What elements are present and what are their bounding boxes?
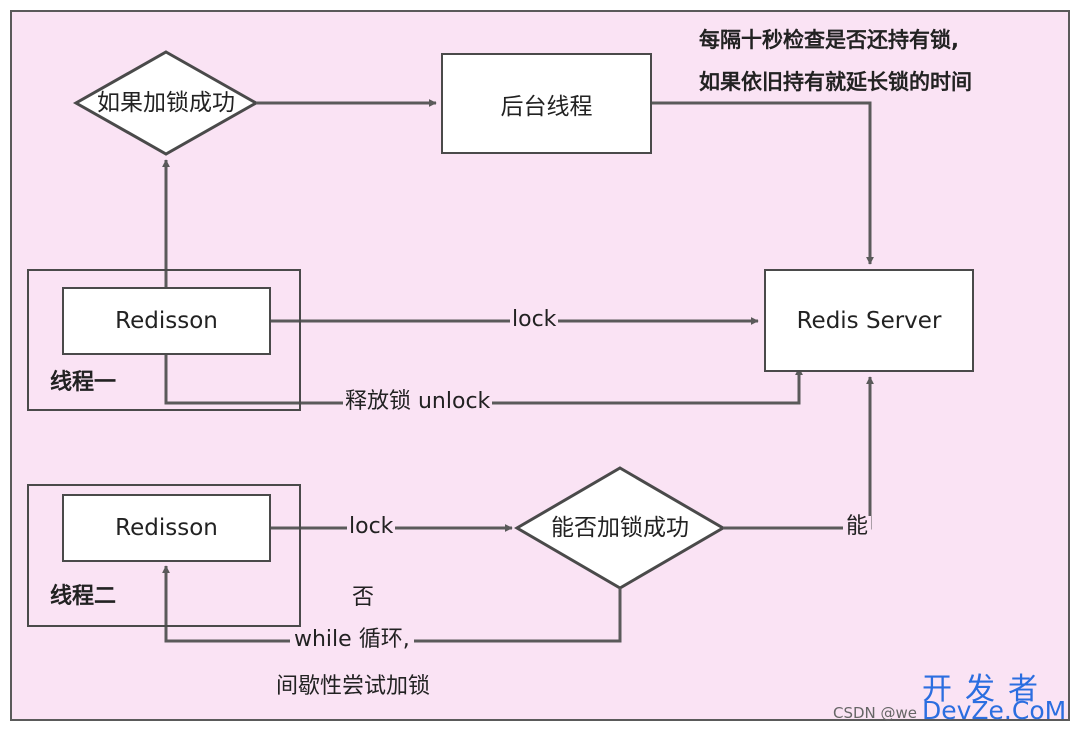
redis-server-box: Redis Server bbox=[764, 269, 974, 372]
edge-label-yes: 能 bbox=[843, 516, 872, 538]
decision-diamond-lock-ok bbox=[72, 50, 260, 156]
thread2-container bbox=[27, 484, 301, 627]
edge-label-no: 否 bbox=[352, 585, 375, 610]
thread2-redisson-box: Redisson bbox=[62, 494, 271, 562]
background-thread-box: 后台线程 bbox=[441, 53, 652, 154]
edge-label-lock-2: lock bbox=[347, 514, 396, 539]
watermark-en: DevZe.CoM bbox=[922, 696, 1067, 725]
thread2-label: 线程二 bbox=[50, 584, 117, 609]
thread2-redisson-label: Redisson bbox=[115, 515, 218, 541]
thread1-redisson-label: Redisson bbox=[115, 308, 218, 334]
arrow-yes-to-server bbox=[723, 376, 874, 530]
edge-label-unlock: 释放锁 unlock bbox=[343, 389, 493, 414]
thread1-container bbox=[27, 269, 301, 411]
retry-label-line-2: 间歇性尝试加锁 bbox=[276, 674, 431, 699]
arrow-background-to-server bbox=[652, 101, 874, 265]
watermark-cn: 开发者 bbox=[922, 672, 1051, 707]
edge-label-lock-1: lock bbox=[510, 307, 559, 332]
note-line-1: 每隔十秒检查是否还持有锁, bbox=[699, 28, 959, 52]
background-thread-label: 后台线程 bbox=[500, 93, 593, 120]
decision-can-lock-label: 能否加锁成功 bbox=[551, 514, 689, 541]
decision-lock-ok-label: 如果加锁成功 bbox=[97, 89, 235, 116]
redis-server-label: Redis Server bbox=[796, 307, 942, 334]
note-line-2: 如果依旧持有就延长锁的时间 bbox=[699, 70, 972, 94]
retry-label-line-1: while 循环, bbox=[290, 629, 414, 651]
csdn-watermark: CSDN @we bbox=[833, 704, 918, 722]
thread1-label: 线程一 bbox=[50, 370, 117, 395]
thread1-redisson-box: Redisson bbox=[62, 287, 271, 355]
